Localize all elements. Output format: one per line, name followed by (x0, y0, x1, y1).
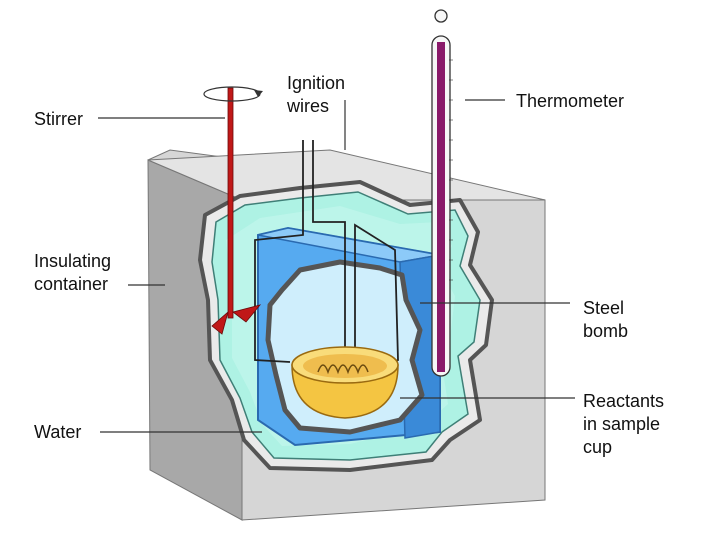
label-water-text: Water (34, 421, 81, 444)
label-reactants-line1: Reactants (583, 390, 664, 413)
label-ignition-line2: wires (287, 95, 345, 118)
thermometer (432, 10, 453, 376)
label-steel-line2: bomb (583, 320, 628, 343)
label-stirrer: Stirrer (34, 108, 83, 131)
label-ignition-line1: Ignition (287, 72, 345, 95)
label-reactants: Reactants in sample cup (583, 390, 664, 459)
label-reactants-line3: cup (583, 436, 664, 459)
label-thermometer: Thermometer (516, 90, 624, 113)
label-insulating-line2: container (34, 273, 111, 296)
label-steel-line1: Steel (583, 297, 628, 320)
label-stirrer-text: Stirrer (34, 108, 83, 131)
label-insulating-line1: Insulating (34, 250, 111, 273)
label-ignition-wires: Ignition wires (287, 72, 345, 118)
label-thermometer-text: Thermometer (516, 90, 624, 113)
label-insulating-container: Insulating container (34, 250, 111, 296)
label-water: Water (34, 421, 81, 444)
label-steel-bomb: Steel bomb (583, 297, 628, 343)
label-reactants-line2: in sample (583, 413, 664, 436)
